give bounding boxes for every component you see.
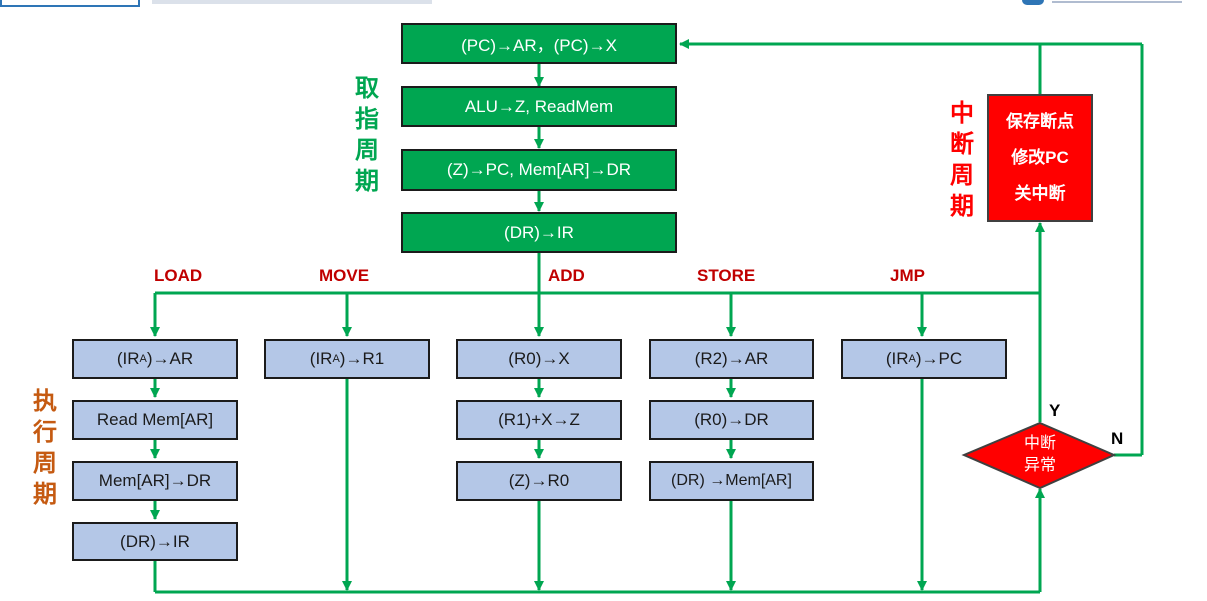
- decision-no-label: N: [1111, 429, 1124, 448]
- store-step-1: (R2)→AR: [649, 339, 814, 379]
- fetch-step-3: (Z)→PC, Mem[AR]→DR: [401, 149, 677, 191]
- load-step-4: (DR)→IR: [72, 522, 238, 561]
- interrupt-action-save-breakpoint: 保存断点: [1006, 112, 1074, 131]
- interrupt-decision-diamond: [961, 421, 1117, 490]
- instr-label-load: LOAD: [154, 266, 203, 285]
- exec-cycle-label: 执行周期: [33, 387, 57, 508]
- load-step-2: Read Mem[AR]: [72, 400, 238, 440]
- interrupt-cycle-label: 中断周期: [950, 99, 974, 220]
- store-step-3: (DR) →Mem[AR]: [649, 461, 814, 501]
- interrupt-actions-box: 保存断点 修改PC 关中断: [987, 94, 1093, 222]
- instr-label-jmp: JMP: [890, 266, 925, 285]
- instr-label-store: STORE: [697, 266, 756, 285]
- fetch-step-3-text: (Z)→PC, Mem[AR]→DR: [446, 160, 632, 179]
- fetch-step-1-text: (PC)→AR，(PC)→X: [461, 36, 617, 55]
- fetch-step-2: ALU→Z, ReadMem: [401, 86, 677, 127]
- add-step-3: (Z)→R0: [456, 461, 622, 501]
- store-step-2: (R0)→DR: [649, 400, 814, 440]
- fetch-step-4-text: (DR)→IR: [504, 222, 574, 242]
- fetch-cycle-label: 取指周期: [355, 74, 379, 195]
- fetch-step-1: (PC)→AR，(PC)→X: [401, 23, 677, 64]
- fetch-step-4: (DR)→IR: [401, 212, 677, 253]
- header-bar: [0, 0, 140, 7]
- instr-label-add: ADD: [548, 266, 585, 285]
- header-title-fragment: [152, 0, 432, 4]
- interrupt-action-disable-interrupt: 关中断: [1014, 184, 1066, 203]
- school-logo: [1022, 0, 1182, 5]
- interrupt-decision-text: 中断异常: [1023, 433, 1056, 474]
- load-step-3: Mem[AR]→DR: [72, 461, 238, 501]
- decision-yes-label: Y: [1049, 401, 1061, 420]
- add-step-1: (R0)→X: [456, 339, 622, 379]
- add-step-2: (R1)+X→Z: [456, 400, 622, 440]
- instr-label-move: MOVE: [319, 266, 370, 285]
- interrupt-action-modify-pc: 修改PC: [1011, 148, 1069, 167]
- fetch-step-2-text: ALU→Z, ReadMem: [464, 96, 614, 116]
